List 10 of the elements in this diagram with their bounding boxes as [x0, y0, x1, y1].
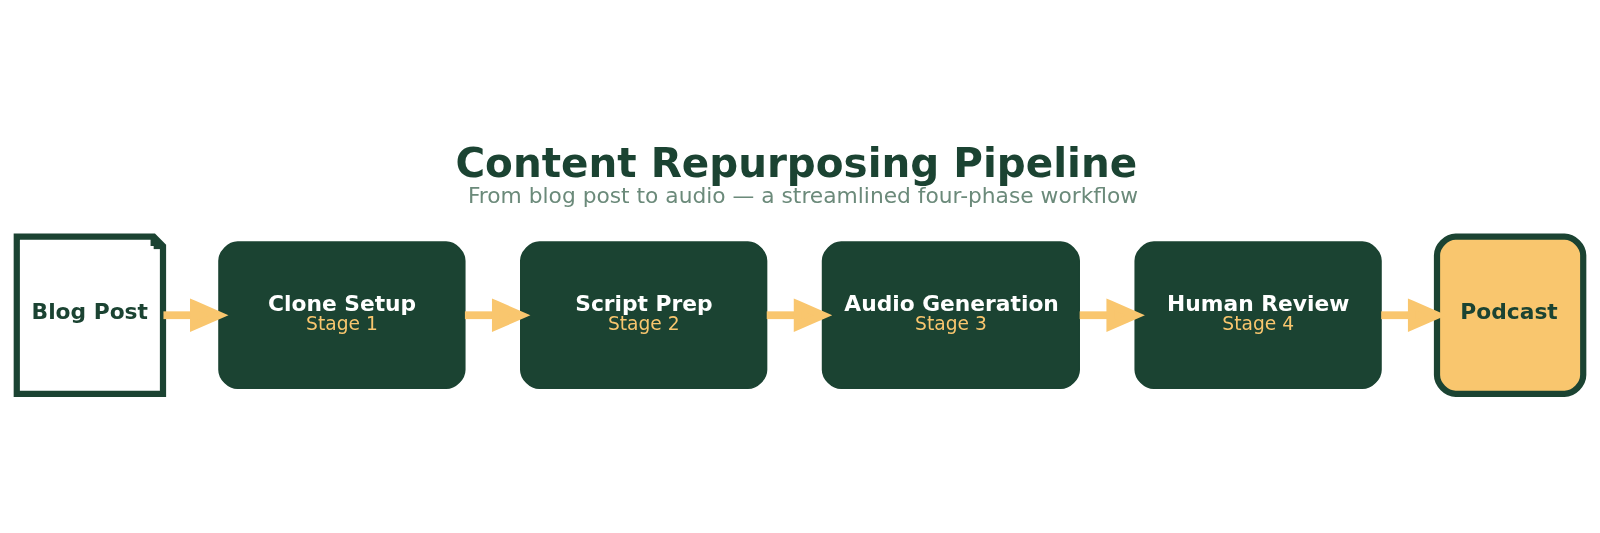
- arrow: [464, 297, 531, 332]
- node-box: Clone Setup Stage 1: [218, 240, 466, 389]
- node-box: Human Review Stage 4: [1134, 240, 1382, 389]
- node-box: Podcast: [1433, 233, 1587, 397]
- node-box: Audio Generation Stage 3: [821, 240, 1080, 389]
- node-box: Script Prep Stage 2: [520, 240, 768, 389]
- arrow: [766, 297, 833, 332]
- arrow: [163, 297, 229, 332]
- diagram-title: Content Repurposing Pipeline: [455, 138, 1138, 187]
- arrow: [1079, 297, 1145, 332]
